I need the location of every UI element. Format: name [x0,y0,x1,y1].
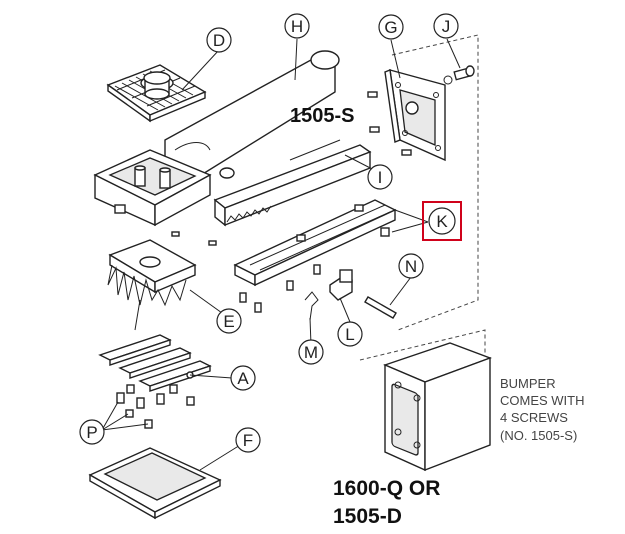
svg-text:L: L [345,325,354,344]
dashed-guides [359,34,486,420]
part-h-body [93,50,340,227]
bumper-block [383,342,493,472]
callout-h: H [284,13,310,39]
svg-text:M: M [304,343,318,362]
svg-text:BUMPER: BUMPER [500,376,556,391]
callout-l: L [337,321,363,347]
part-l-clip [329,269,353,301]
callout-f: F [235,427,261,453]
callout-n: N [398,253,424,279]
bumper-part-number-line2: 1505-D [333,505,402,528]
screw-part-number: 1505-S [290,105,355,127]
callout-e: E [216,308,242,334]
bumper-note: BUMPER COMES WITH 4 SCREWS (NO. 1505-S) [500,376,585,443]
svg-text:H: H [291,17,303,36]
svg-text:A: A [237,369,249,388]
svg-text:(NO. 1505-S): (NO. 1505-S) [500,428,577,443]
part-a-plates [98,334,212,392]
part-m-spring [304,291,319,321]
callouts: D H G J I K N E [79,13,462,453]
callout-i: I [367,164,393,190]
part-j-screw [443,65,475,85]
part-g-plate [384,69,446,162]
svg-text:I: I [378,168,383,187]
callout-g: G [378,14,404,40]
svg-text:P: P [86,423,97,442]
part-i-rack [213,139,372,227]
screws-1505-s [367,91,412,156]
bumper-part-number-line1: 1600-Q OR [333,477,440,500]
part-p-screws [116,384,195,429]
svg-text:J: J [442,17,451,36]
callout-k: K [422,201,462,241]
part-f-tray [88,447,222,520]
part-d-grate [106,64,207,123]
callout-p: P [79,419,105,445]
callout-a: A [230,365,256,391]
svg-text:D: D [213,31,225,50]
part-n-pin [364,296,397,319]
callout-m: M [298,339,324,365]
svg-text:K: K [436,212,448,231]
svg-text:G: G [384,18,397,37]
rail-screws [239,227,390,313]
svg-text:COMES WITH: COMES WITH [500,393,585,408]
callout-d: D [206,27,232,53]
part-e-cutter [107,231,217,331]
callout-j: J [433,13,459,39]
svg-text:N: N [405,257,417,276]
svg-text:4 SCREWS: 4 SCREWS [500,410,568,425]
svg-text:F: F [243,431,253,450]
svg-text:E: E [223,312,234,331]
highlight-box [422,201,462,241]
